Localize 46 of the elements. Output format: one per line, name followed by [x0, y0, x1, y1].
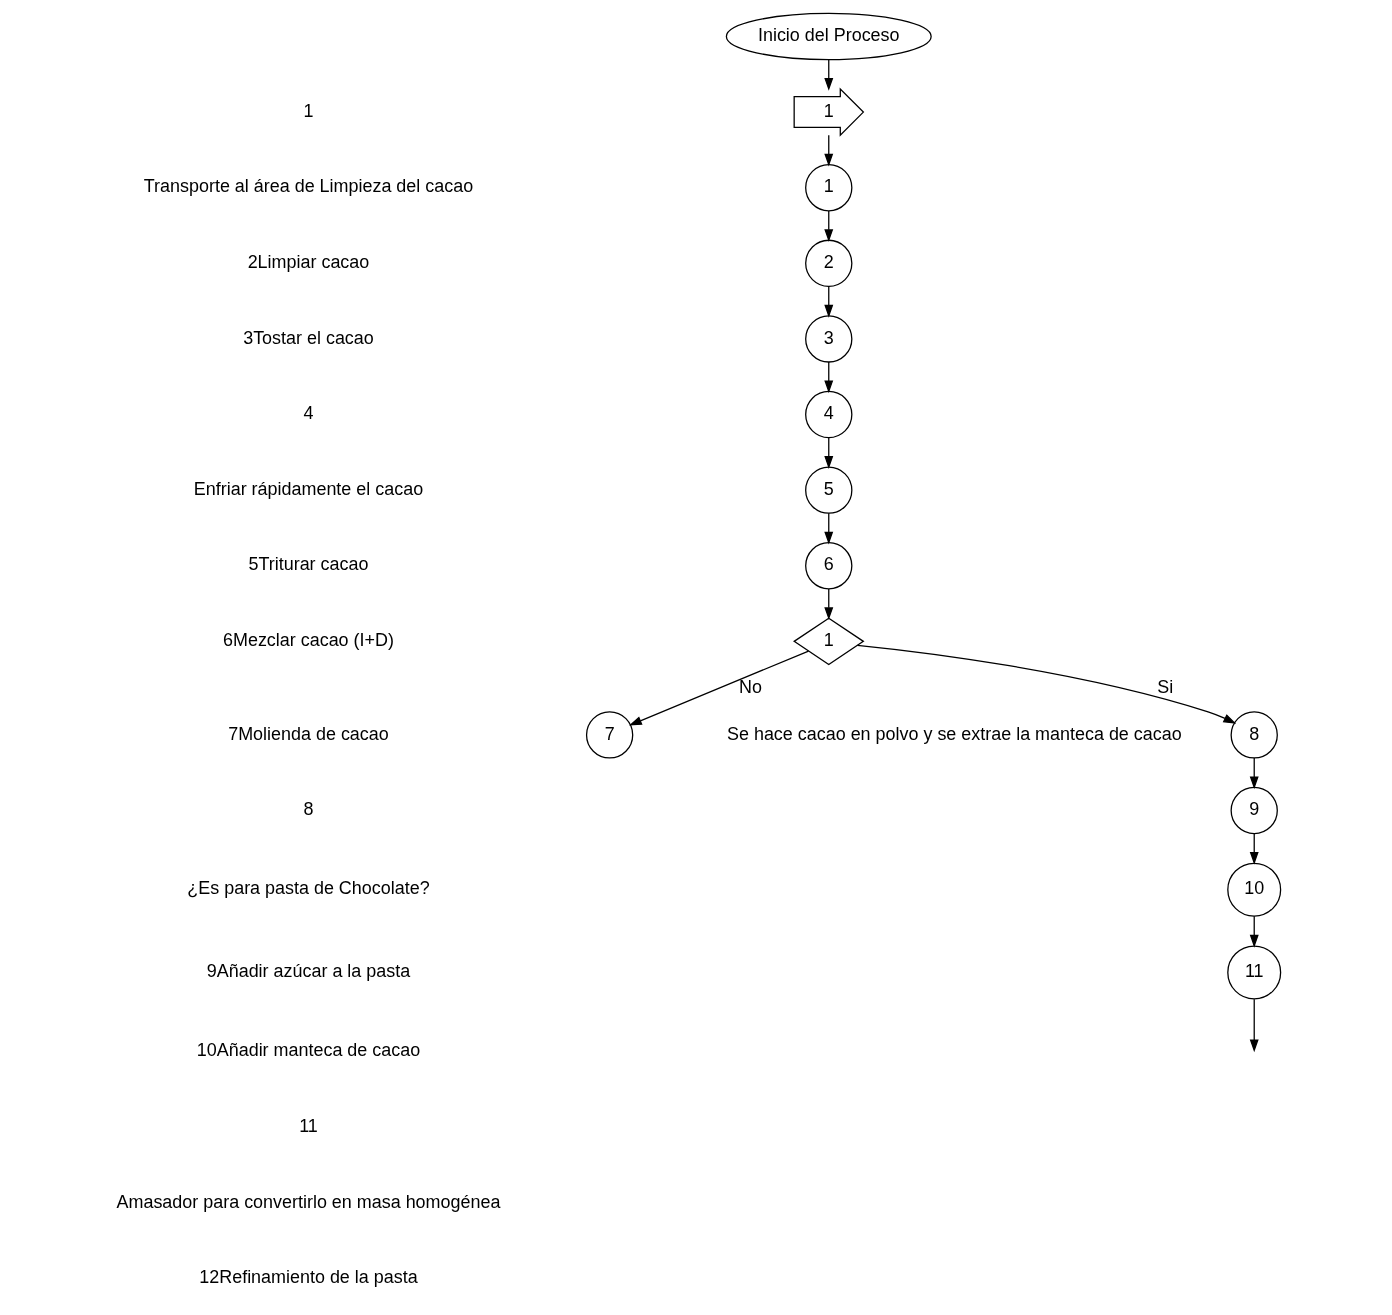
- arrow: [1249, 833, 1259, 865]
- label: Amasador para convertirlo en masa homogénea: [116, 1191, 501, 1212]
- label: 4: [303, 403, 314, 424]
- arrow: [824, 361, 834, 394]
- node-circle: 6: [805, 542, 853, 590]
- arrow: [628, 650, 810, 726]
- label: 6Mezclar cacao (I+D): [222, 630, 394, 651]
- label: 2Limpiar cacao: [247, 252, 370, 273]
- arrow: [1249, 998, 1259, 1053]
- label: 7Molienda de cacao: [228, 723, 389, 744]
- node-circle: 8: [1230, 711, 1278, 759]
- label: 9Añadir azúcar a la pasta: [206, 961, 411, 982]
- label: 5Triturar cacao: [248, 554, 369, 575]
- arrow: [856, 644, 1237, 724]
- arrow: [824, 134, 834, 167]
- node-circle: 7: [585, 711, 634, 759]
- node-circle: 3: [805, 315, 853, 363]
- label: Enfriar rápidamente el cacao: [193, 478, 424, 499]
- label: 10Añadir manteca de cacao: [196, 1040, 421, 1061]
- label: 1: [303, 100, 314, 121]
- label: 12Refinamiento de la pasta: [199, 1267, 418, 1288]
- node-circle: 5: [805, 466, 853, 514]
- label: 11: [299, 1116, 318, 1137]
- label: 3Tostar el cacao: [243, 327, 374, 348]
- node-circle: 1: [805, 164, 853, 212]
- arrow: [824, 437, 834, 469]
- label: Transporte al área de Limpieza del cacao: [143, 176, 474, 197]
- node-circle: 4: [805, 390, 853, 439]
- arrow: [1249, 915, 1259, 948]
- node-diamond: 1: [793, 617, 865, 666]
- label: ¿Es para pasta de Chocolate?: [187, 878, 430, 899]
- arrow: [824, 59, 834, 91]
- arrow: [824, 285, 834, 318]
- edge-label: Si: [1157, 676, 1174, 697]
- arrow: [1249, 757, 1259, 790]
- label: Se hace cacao en polvo y se extrae la manteca de cacao: [727, 723, 1182, 744]
- node-circle: 9: [1230, 786, 1278, 835]
- label: 8: [303, 799, 314, 820]
- arrow: [824, 210, 834, 243]
- node-circle: 10: [1227, 862, 1282, 917]
- arrow: [824, 588, 834, 621]
- node-ellipse: Inicio del Proceso: [725, 12, 932, 61]
- edge-label: No: [739, 676, 763, 697]
- node-circle: 11: [1227, 945, 1282, 1000]
- node-circle: 2: [805, 239, 853, 288]
- arrow: [824, 512, 834, 545]
